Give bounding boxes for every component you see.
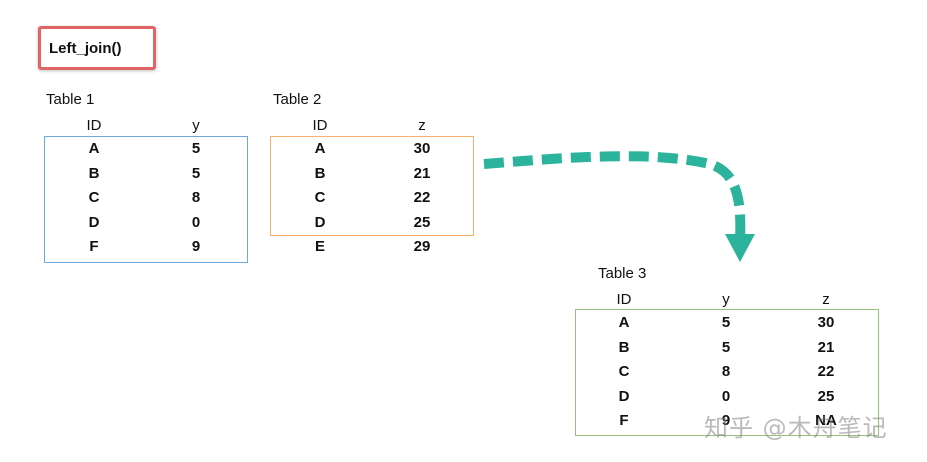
table3-cell: 22 — [817, 363, 835, 380]
table3-frame — [575, 309, 879, 436]
page-title: Left_join() — [49, 40, 122, 57]
table3-cell: 5 — [721, 314, 731, 331]
table2-cell: B — [314, 164, 326, 182]
table3-cell: 0 — [721, 387, 731, 405]
table2-caption: Table 2 — [273, 91, 322, 108]
table1-cell: B — [88, 164, 100, 182]
table3-cell: F — [619, 412, 629, 429]
table2-cell: C — [314, 189, 326, 206]
table3-header-y: y — [722, 291, 730, 308]
table2-cell: 30 — [413, 140, 431, 157]
table3-cell: 25 — [817, 387, 835, 405]
table3-cell: 30 — [817, 314, 835, 331]
table2-cell: 25 — [413, 213, 431, 231]
table2-cell: E — [314, 238, 325, 255]
table3-cell: NA — [815, 412, 837, 429]
table2-cell: A — [314, 140, 326, 157]
table3-cell: 5 — [721, 338, 731, 356]
table1-header-id: ID — [86, 117, 102, 134]
table1-cell: 5 — [191, 140, 201, 157]
table2-cell: 21 — [413, 164, 431, 182]
table2-header-z: z — [418, 117, 426, 134]
table1-cell: 9 — [191, 238, 201, 255]
table3-header-z: z — [822, 291, 830, 308]
table1-frame — [44, 136, 248, 263]
table2-cell: 22 — [413, 189, 431, 206]
table1-cell: 8 — [191, 189, 201, 206]
table1-cell: F — [89, 238, 99, 255]
table3-cell: 9 — [721, 412, 731, 429]
watermark: 知乎 @木舟笔记 — [704, 414, 888, 442]
table3-cell: 8 — [721, 363, 731, 380]
table1-cell: 5 — [191, 164, 201, 182]
table3-cell: A — [618, 314, 630, 331]
table1-header-y: y — [192, 117, 200, 134]
table2-frame — [270, 136, 474, 236]
table2-header-id: ID — [312, 117, 328, 134]
table2-cell: 29 — [413, 238, 431, 255]
table3-header-id: ID — [616, 291, 632, 308]
table3-cell: 21 — [817, 338, 835, 356]
table3-caption: Table 3 — [598, 265, 647, 282]
table1-cell: C — [88, 189, 100, 206]
table1-cell: 0 — [191, 213, 201, 231]
table3-cell: B — [618, 338, 630, 356]
table1-caption: Table 1 — [46, 91, 95, 108]
table1-cell: A — [88, 140, 100, 157]
table2-cell: D — [314, 213, 326, 231]
title-box: Left_join() — [38, 26, 156, 70]
table1-cell: D — [88, 213, 100, 231]
table3-cell: C — [618, 363, 630, 380]
table3-cell: D — [618, 387, 630, 405]
